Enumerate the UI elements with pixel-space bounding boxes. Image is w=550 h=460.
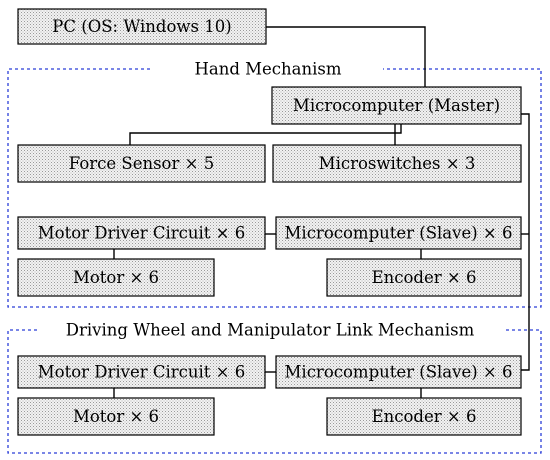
hand-group-label: Hand Mechanism (194, 60, 341, 79)
wheel-motor-driver-box: Motor Driver Circuit × 6 (17, 355, 266, 389)
hand-encoder-box: Encoder × 6 (326, 258, 522, 297)
wheel-slave-microcomputer-box: Microcomputer (Slave) × 6 (275, 355, 522, 389)
wheel-motor-box: Motor × 6 (17, 397, 215, 436)
wheel-encoder-label: Encoder × 6 (372, 407, 477, 426)
hand-mechanism-group: Hand Mechanism (7, 60, 542, 308)
force-sensor-label: Force Sensor × 5 (69, 154, 214, 173)
master-to-slaves-bus (521, 113, 530, 371)
microswitches-box: Microswitches × 3 (272, 144, 522, 183)
wheel-slave-label: Microcomputer (Slave) × 6 (285, 363, 513, 382)
master-microcomputer-box: Microcomputer (Master) (271, 86, 522, 125)
hand-motor-label: Motor × 6 (73, 268, 159, 287)
hand-group-border (7, 68, 542, 308)
wheel-motor-driver-label: Motor Driver Circuit × 6 (38, 363, 246, 382)
wheel-group-label: Driving Wheel and Manipulator Link Mecha… (66, 321, 475, 340)
master-label: Microcomputer (Master) (293, 96, 500, 115)
wheel-motor-label: Motor × 6 (73, 407, 159, 426)
wheel-group-border (7, 329, 542, 454)
master-to-sensors-wire (129, 124, 402, 145)
hand-motor-driver-box: Motor Driver Circuit × 6 (17, 216, 266, 250)
hand-slave-microcomputer-box: Microcomputer (Slave) × 6 (275, 216, 522, 250)
pc-label: PC (OS: Windows 10) (52, 17, 231, 36)
hand-motor-box: Motor × 6 (17, 258, 215, 297)
connectors (113, 26, 530, 398)
force-sensor-box: Force Sensor × 5 (17, 144, 266, 183)
pc-box: PC (OS: Windows 10) (17, 8, 267, 45)
hand-encoder-label: Encoder × 6 (372, 268, 477, 287)
wheel-mechanism-group: Driving Wheel and Manipulator Link Mecha… (7, 321, 542, 454)
hand-slave-label: Microcomputer (Slave) × 6 (285, 224, 513, 243)
wheel-encoder-box: Encoder × 6 (326, 397, 522, 436)
microswitches-label: Microswitches × 3 (319, 154, 476, 173)
hand-motor-driver-label: Motor Driver Circuit × 6 (38, 224, 246, 243)
